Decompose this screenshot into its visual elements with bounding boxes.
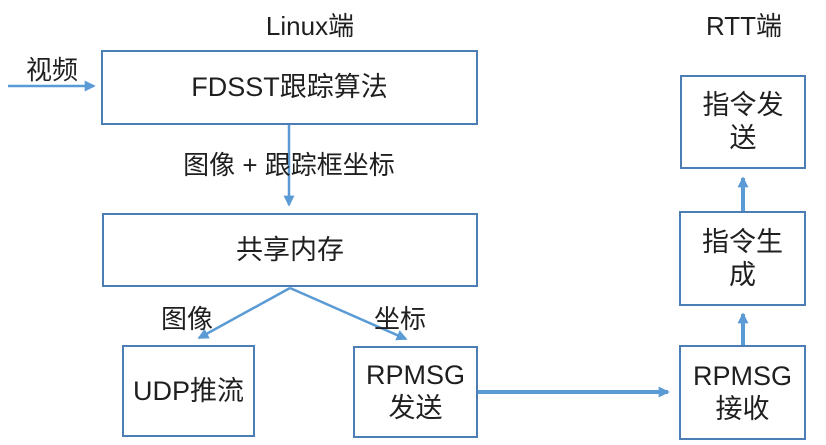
node-fdsst-tracking-algorithm: FDSST跟踪算法 bbox=[101, 50, 478, 125]
rtt-side-title: RTT端 bbox=[705, 11, 783, 41]
edge-label-image-plus-bbox: 图像 + 跟踪框坐标 bbox=[183, 150, 395, 180]
edge-label-coord: 坐标 bbox=[373, 304, 427, 334]
node-command-generate: 指令生 成 bbox=[679, 211, 806, 306]
edge-label-image: 图像 bbox=[160, 304, 214, 334]
edge-label-video: 视频 bbox=[25, 55, 79, 85]
node-udp-push: UDP推流 bbox=[122, 345, 255, 437]
node-rpmsg-receive: RPMSG 接收 bbox=[679, 345, 806, 440]
node-shared-memory: 共享内存 bbox=[102, 213, 478, 287]
node-command-send: 指令发 送 bbox=[680, 75, 806, 169]
linux-side-title: Linux端 bbox=[265, 11, 355, 41]
node-rpmsg-send: RPMSG 发送 bbox=[353, 346, 478, 438]
